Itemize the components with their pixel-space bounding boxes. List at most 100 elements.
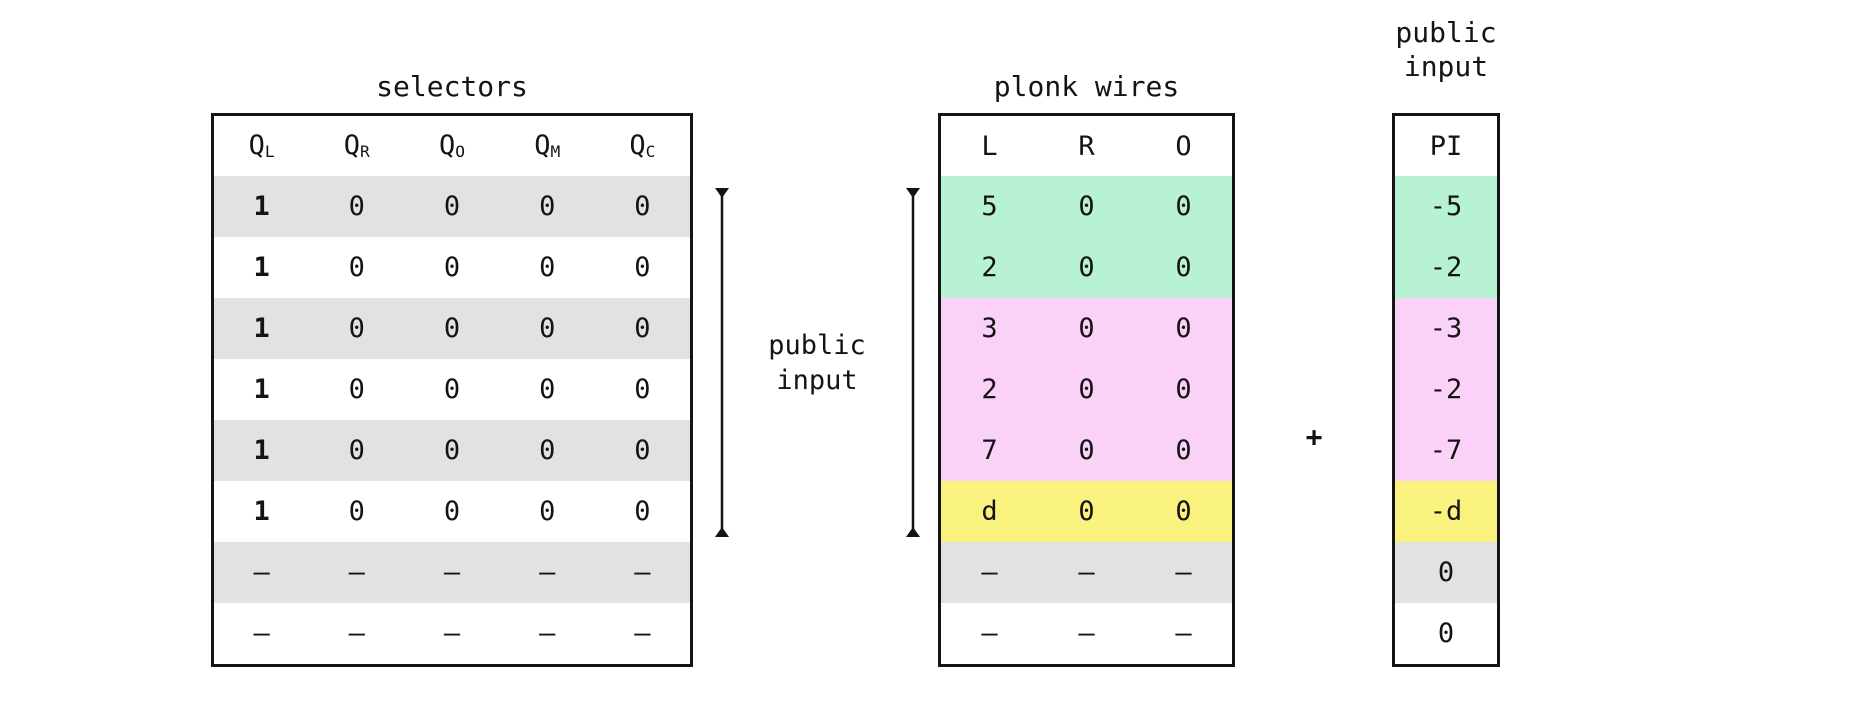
table-cell: 3 — [981, 313, 998, 344]
table-cell: 0 — [1078, 191, 1095, 222]
table-cell: 0 — [348, 252, 365, 283]
column-header-qr: QR — [309, 132, 404, 160]
selectors-row-6: 1 0 0 0 0 — [214, 481, 690, 542]
table-cell: – — [253, 557, 270, 588]
table-cell: 0 — [539, 496, 556, 527]
table-cell: 0 — [348, 313, 365, 344]
table-cell: 0 — [1078, 435, 1095, 466]
table-cell: 0 — [1175, 191, 1192, 222]
plonk-row-2: 2 0 0 — [941, 237, 1232, 298]
table-cell: 0 — [634, 252, 651, 283]
pi-row-4: -2 — [1395, 359, 1497, 420]
table-cell: 0 — [348, 374, 365, 405]
column-header-pi: PI — [1429, 130, 1463, 162]
table-cell: 0 — [1175, 252, 1192, 283]
table-cell: – — [539, 618, 556, 649]
table-cell: 0 — [443, 191, 461, 222]
table-cell: 0 — [539, 313, 556, 344]
pi-row-1: -5 — [1395, 176, 1497, 237]
table-cell: – — [539, 557, 556, 588]
table-cell: 0 — [1078, 313, 1095, 344]
public-input-range-bracket-right — [906, 188, 920, 537]
plonk-wires-table-title: plonk wires — [993, 70, 1180, 103]
table-cell: 0 — [1437, 618, 1455, 649]
selectors-row-3: 1 0 0 0 0 — [214, 298, 690, 359]
header-subscript: O — [455, 141, 465, 161]
header-base: Q — [534, 129, 551, 161]
table-cell: 1 — [253, 252, 270, 283]
table-cell: – — [1078, 557, 1095, 588]
table-cell: 0 — [539, 435, 556, 466]
selectors-row-2: 1 0 0 0 0 — [214, 237, 690, 298]
plonk-row-6: d 0 0 — [941, 481, 1232, 542]
table-cell: -2 — [1429, 252, 1463, 283]
plonk-row-8: – – – — [941, 603, 1232, 664]
table-cell: 1 — [253, 313, 270, 344]
pi-row-8: 0 — [1395, 603, 1497, 664]
table-cell: 0 — [443, 313, 461, 344]
table-cell: 0 — [348, 191, 365, 222]
table-cell: 0 — [1175, 313, 1192, 344]
table-cell: 1 — [253, 191, 270, 222]
table-cell: 0 — [348, 435, 365, 466]
column-header-qc: QC — [595, 132, 690, 160]
header-base: Q — [438, 129, 456, 161]
table-cell: 1 — [253, 374, 270, 405]
plonk-row-5: 7 0 0 — [941, 420, 1232, 481]
column-header-o: O — [1175, 130, 1192, 162]
public-input-table: PI -5 -2 -3 -2 -7 -d 0 0 — [1392, 113, 1500, 667]
table-cell: – — [443, 557, 461, 588]
table-cell: 0 — [1175, 435, 1192, 466]
table-cell: 0 — [634, 191, 651, 222]
table-cell: 1 — [253, 435, 270, 466]
pi-row-3: -3 — [1395, 298, 1497, 359]
plonk-row-3: 3 0 0 — [941, 298, 1232, 359]
title-line-2: input — [1403, 50, 1489, 83]
table-cell: 5 — [981, 191, 998, 222]
header-base: Q — [343, 129, 361, 161]
table-cell: 0 — [634, 496, 651, 527]
pi-row-2: -2 — [1395, 237, 1497, 298]
table-cell: 0 — [443, 252, 461, 283]
header-subscript: R — [360, 141, 370, 161]
plonk-row-1: 5 0 0 — [941, 176, 1232, 237]
table-cell: 2 — [981, 374, 998, 405]
column-header-qm: QM — [500, 132, 595, 160]
selectors-table-title: selectors — [376, 70, 528, 103]
table-cell: 0 — [634, 435, 651, 466]
table-cell: – — [253, 618, 270, 649]
selectors-row-5: 1 0 0 0 0 — [214, 420, 690, 481]
pi-header-row: PI — [1395, 116, 1497, 176]
column-header-ql: QL — [214, 132, 309, 160]
table-cell: – — [1078, 618, 1095, 649]
header-subscript: M — [550, 141, 561, 161]
table-cell: -3 — [1429, 313, 1463, 344]
table-cell: 0 — [443, 435, 461, 466]
table-cell: -7 — [1429, 435, 1463, 466]
table-cell: 0 — [443, 374, 461, 405]
header-base: Q — [629, 129, 646, 161]
selectors-row-4: 1 0 0 0 0 — [214, 359, 690, 420]
header-base: Q — [248, 129, 265, 161]
column-header-r: R — [1078, 130, 1095, 162]
title-line-1: public — [1395, 16, 1497, 49]
table-cell: 0 — [539, 252, 556, 283]
table-cell: – — [1175, 618, 1192, 649]
table-cell: – — [981, 557, 998, 588]
plus-operator: + — [1305, 420, 1323, 453]
table-cell: – — [443, 618, 461, 649]
selectors-row-1: 1 0 0 0 0 — [214, 176, 690, 237]
public-input-range-bracket-left — [715, 188, 729, 537]
plonk-row-4: 2 0 0 — [941, 359, 1232, 420]
table-cell: – — [981, 618, 998, 649]
table-cell: 0 — [348, 496, 365, 527]
pi-row-5: -7 — [1395, 420, 1497, 481]
pi-row-6: -d — [1395, 481, 1497, 542]
plonk-header-row: L R O — [941, 116, 1232, 176]
plonk-row-7: – – – — [941, 542, 1232, 603]
table-cell: 0 — [634, 313, 651, 344]
table-cell: 2 — [981, 252, 998, 283]
